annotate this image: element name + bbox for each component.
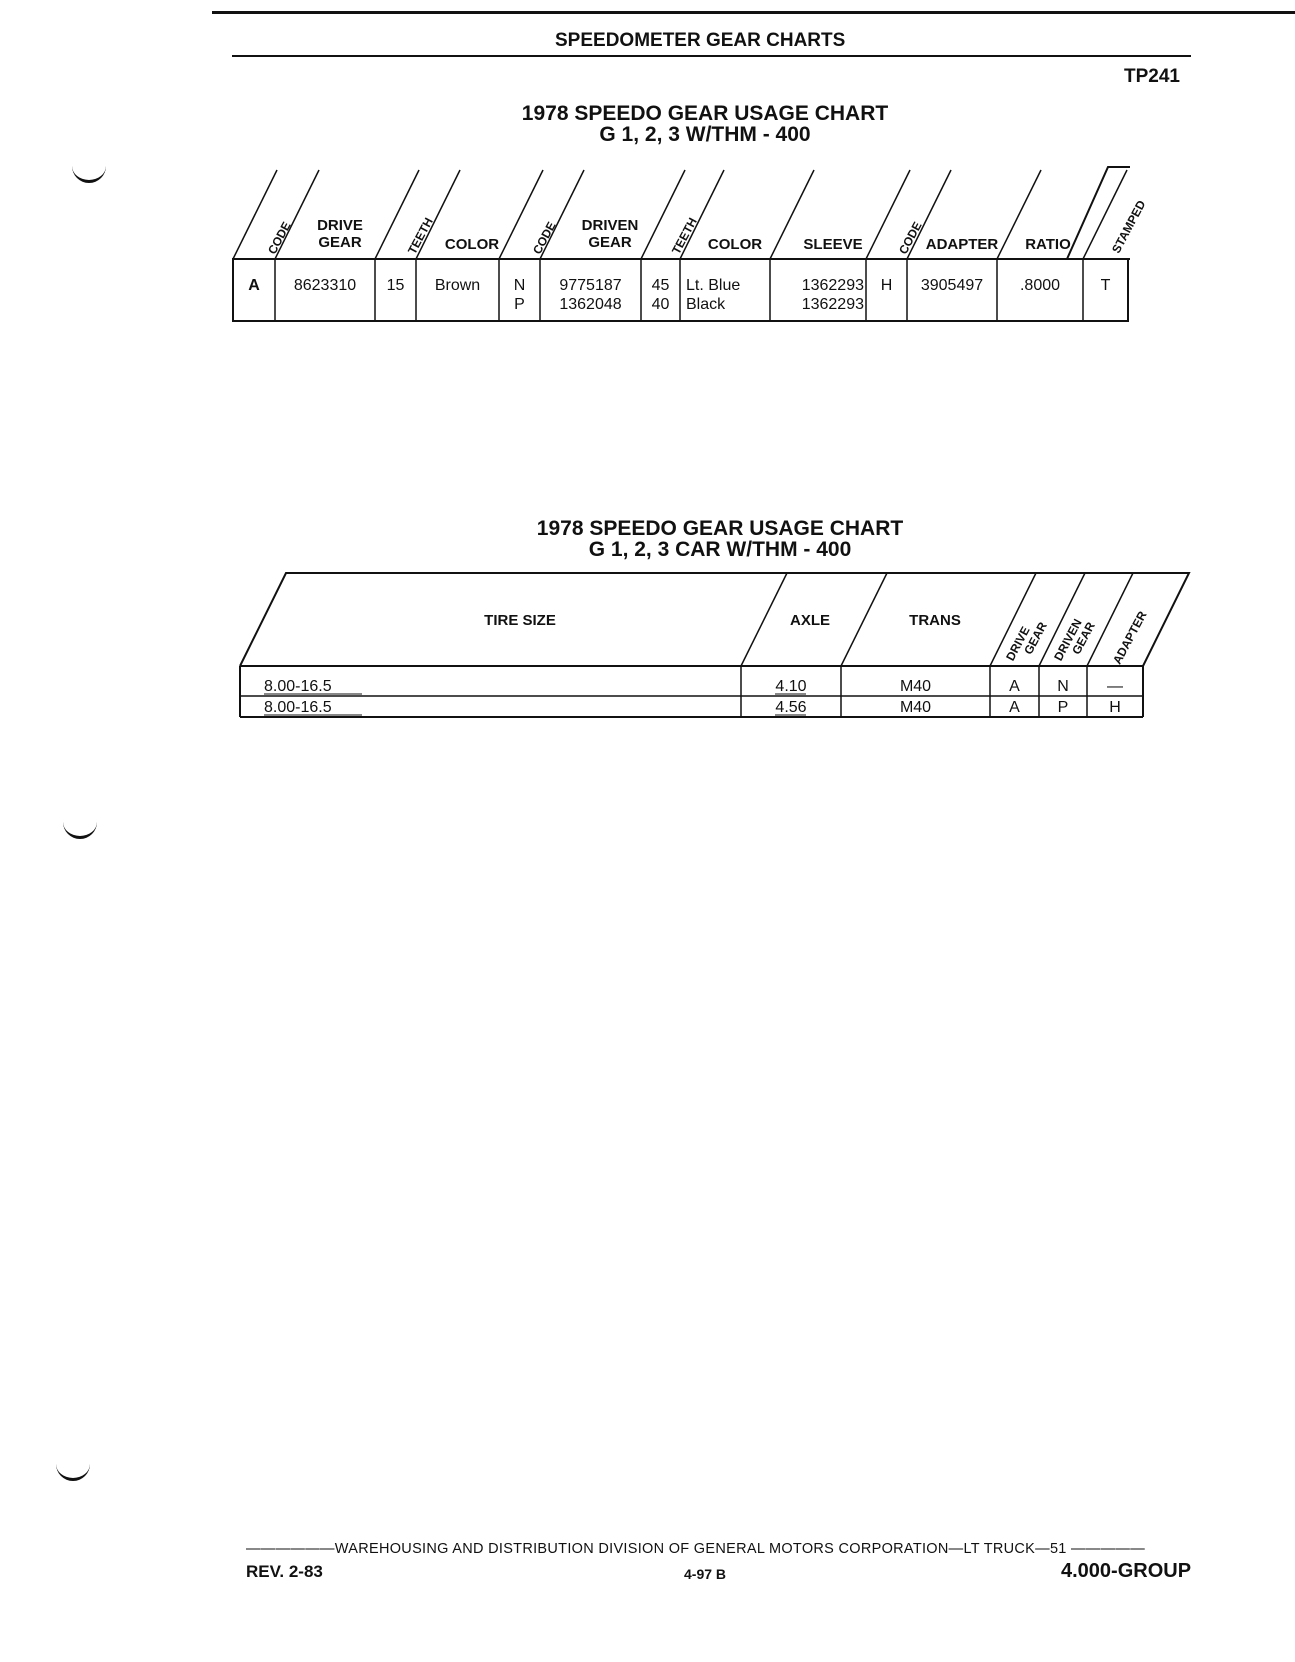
t2-row2-axle: 4.56 (775, 699, 807, 716)
table2-title-line1: 1978 SPEEDO GEAR USAGE CHART (536, 517, 904, 540)
t1-header-color: COLOR (444, 236, 500, 253)
binder-hole-mark (72, 166, 106, 183)
top-rule (212, 11, 1295, 14)
t2-row2-driven: P (1057, 699, 1069, 716)
t2-row1-axle: 4.10 (775, 678, 807, 695)
footer-page-number: 4-97 B (684, 1566, 727, 1582)
table1-title-line2: G 1, 2, 3 W/THM - 400 (599, 123, 811, 146)
table2-title: 1978 SPEEDO GEAR USAGE CHART G 1, 2, 3 C… (475, 518, 965, 560)
binder-hole-mark (63, 822, 97, 839)
t2-row1-trans: M40 (899, 678, 932, 695)
t2-row1-driven: N (1057, 678, 1069, 695)
table2-title-line2: G 1, 2, 3 CAR W/THM - 400 (588, 538, 852, 561)
t2-header-tire-size: TIRE SIZE (484, 612, 556, 629)
header-rule (232, 55, 1191, 57)
t2-row2-trans: M40 (899, 699, 932, 716)
t2-row1-adapter: — (1107, 678, 1123, 695)
t1-cell-color: Brown (434, 277, 481, 294)
t1-cell-stamped: T (1100, 277, 1111, 294)
t1-header-sleeve: SLEEVE (803, 236, 863, 253)
t2-header-axle: AXLE (789, 612, 830, 629)
t2-row2-adapter: H (1109, 699, 1121, 716)
document-code: TP241 (1124, 66, 1180, 87)
t1-header-color2: COLOR (707, 236, 763, 253)
table1-title-line1: 1978 SPEEDO GEAR USAGE CHART (521, 102, 889, 125)
t1-cell-adapter-code: H (880, 277, 893, 294)
t1-header-adapter: ADAPTER (925, 236, 999, 253)
t1-cell-teeth: 15 (386, 277, 405, 294)
t2-header-trans: TRANS (909, 612, 961, 629)
t2-row2-tire: 8.00-16.5 (264, 699, 332, 716)
binder-hole-mark (56, 1464, 90, 1481)
t1-cell-adapter: 3905497 (920, 277, 984, 294)
t1-cell-code: A (248, 277, 260, 294)
t1-header-ratio: RATIO (1025, 236, 1071, 253)
t2-row1-drive: A (1009, 678, 1020, 695)
footer-publisher-line: ——————WAREHOUSING AND DISTRIBUTION DIVIS… (246, 1541, 1145, 1557)
footer-group: 4.000-GROUP (1061, 1560, 1192, 1582)
t1-cell-drive-gear: 8623310 (293, 277, 357, 294)
footer-revision: REV. 2-83 (246, 1562, 323, 1581)
t2-row1-tire: 8.00-16.5 (264, 678, 332, 695)
t1-cell-ratio: .8000 (1019, 277, 1061, 294)
table1-title: 1978 SPEEDO GEAR USAGE CHART G 1, 2, 3 W… (475, 103, 935, 145)
page-title: SPEEDOMETER GEAR CHARTS (555, 30, 846, 51)
t2-row2-drive: A (1009, 699, 1020, 716)
